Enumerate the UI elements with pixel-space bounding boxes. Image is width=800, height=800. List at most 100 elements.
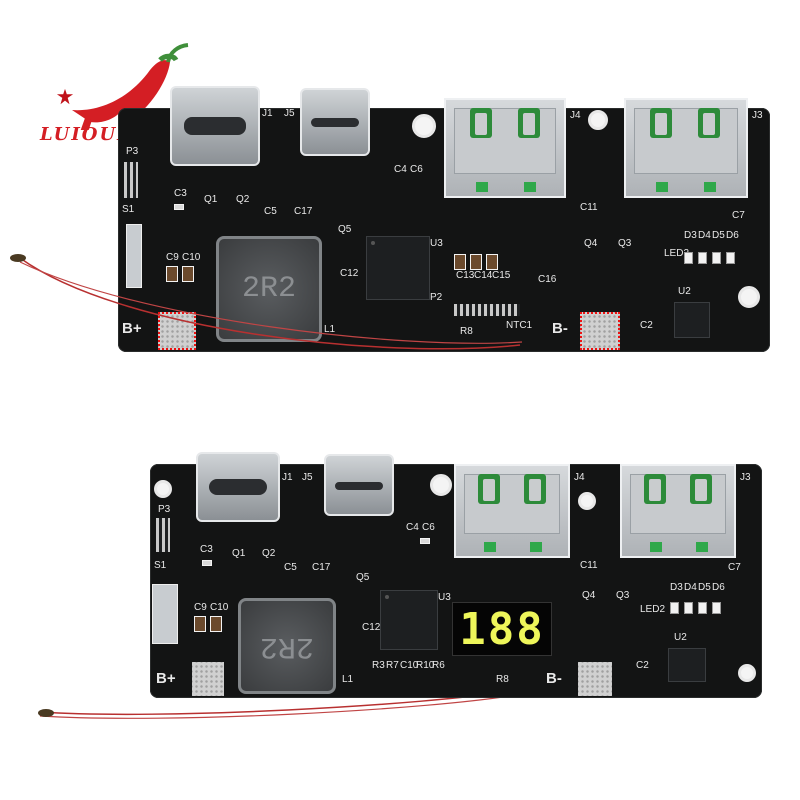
- label-j3: J3: [740, 472, 751, 483]
- label-c14: C14: [474, 270, 493, 281]
- pcb-board-bottom: P3 S1 C3 Q1 Q2 C5 C17 C4 C6 C11 C7 Q4 Q3…: [150, 452, 762, 698]
- label-q2: Q2: [262, 548, 276, 559]
- label-r8: R8: [496, 674, 509, 685]
- label-c6: C6: [410, 164, 423, 175]
- label-c13: C13: [456, 270, 475, 281]
- label-r3: R3: [372, 660, 385, 671]
- label-p2: P2: [430, 292, 443, 303]
- capacitor: [470, 254, 482, 270]
- label-c15: C15: [492, 270, 511, 281]
- usb-micro-port: [170, 86, 260, 166]
- led: [698, 252, 707, 264]
- capacitor: [202, 560, 212, 566]
- usb-a-port: [444, 98, 566, 198]
- label-c9: C9: [194, 602, 207, 613]
- label-q4: Q4: [582, 590, 596, 601]
- label-c12: C12: [362, 622, 381, 633]
- battery-pad-plus: [158, 312, 196, 350]
- label-c5: C5: [264, 206, 277, 217]
- label-c4: C4: [406, 522, 419, 533]
- led: [670, 602, 679, 614]
- led: [712, 602, 721, 614]
- mount-hole: [578, 492, 596, 510]
- label-c12: C12: [340, 268, 359, 279]
- slide-switch: [152, 584, 178, 644]
- label-c9: C9: [166, 252, 179, 263]
- label-c5: C5: [284, 562, 297, 573]
- label-d6: D6: [726, 230, 739, 241]
- label-d3: D3: [670, 582, 683, 593]
- label-p3: P3: [126, 146, 139, 157]
- led: [712, 252, 721, 264]
- label-c2: C2: [636, 660, 649, 671]
- capacitor: [454, 254, 466, 270]
- mount-hole: [738, 286, 760, 308]
- label-b-plus: B+: [156, 670, 176, 687]
- label-led2: LED2: [640, 604, 666, 615]
- label-j1: J1: [262, 108, 273, 119]
- p3-header: [124, 162, 138, 198]
- label-c6: C6: [422, 522, 435, 533]
- mount-hole: [588, 110, 608, 130]
- usb-c-port: [324, 454, 394, 516]
- battery-pad-plus: [192, 662, 224, 696]
- label-c2: C2: [640, 320, 653, 331]
- label-d4: D4: [684, 582, 697, 593]
- label-d5: D5: [698, 582, 711, 593]
- led: [684, 252, 693, 264]
- mount-hole: [738, 664, 756, 682]
- chili-heel-icon: [72, 43, 189, 130]
- label-j3: J3: [752, 110, 763, 121]
- slide-switch: [126, 224, 142, 288]
- usb-a-port: [624, 98, 748, 198]
- label-c10: C10: [210, 602, 229, 613]
- label-ntc1: NTC1: [506, 320, 533, 331]
- label-c10: C10: [182, 252, 201, 263]
- label-c7: C7: [728, 562, 741, 573]
- chip-u2: [674, 302, 710, 338]
- label-q1: Q1: [204, 194, 218, 205]
- label-c3: C3: [200, 544, 213, 555]
- capacitor: [420, 538, 430, 544]
- battery-pad-minus: [580, 312, 620, 350]
- label-l1: L1: [342, 674, 354, 685]
- label-l1: L1: [324, 324, 336, 335]
- label-d4: D4: [698, 230, 711, 241]
- led: [726, 252, 735, 264]
- label-u2: U2: [678, 286, 691, 297]
- label-q5: Q5: [356, 572, 370, 583]
- label-d5: D5: [712, 230, 725, 241]
- label-r10: R10: [416, 660, 435, 671]
- mount-hole: [412, 114, 436, 138]
- label-s1: S1: [122, 204, 135, 215]
- usb-a-port: [620, 464, 736, 558]
- pcb-board-top: P3 S1 C3 Q1 Q2 C5 C17 C4 C6 C11 C7 Q4 Q3…: [118, 86, 770, 352]
- usb-micro-port: [196, 452, 280, 522]
- digital-display: 188: [452, 602, 552, 656]
- label-q5: Q5: [338, 224, 352, 235]
- label-c11: C11: [580, 202, 598, 213]
- p2-header: [454, 304, 520, 316]
- label-q4: Q4: [584, 238, 598, 249]
- usb-a-port: [454, 464, 570, 558]
- label-b-plus: B+: [122, 320, 142, 337]
- label-u3: U3: [438, 592, 451, 603]
- capacitor: [194, 616, 206, 632]
- label-b-minus: B-: [546, 670, 562, 687]
- display-digits: 188: [459, 603, 545, 655]
- inductor-value: 2R2: [260, 629, 315, 663]
- label-u2: U2: [674, 632, 687, 643]
- label-c3: C3: [174, 188, 187, 199]
- label-j1: J1: [282, 472, 293, 483]
- label-c16: C16: [538, 274, 557, 285]
- label-p3: P3: [158, 504, 171, 515]
- label-d6: D6: [712, 582, 725, 593]
- star-icon: [56, 88, 74, 105]
- label-led2: LED2: [664, 248, 690, 259]
- label-r8: R8: [460, 326, 473, 337]
- controller-chip: [366, 236, 430, 300]
- label-r6: R6: [432, 660, 445, 671]
- led: [684, 602, 693, 614]
- mount-hole: [154, 480, 172, 498]
- capacitor: [174, 204, 184, 210]
